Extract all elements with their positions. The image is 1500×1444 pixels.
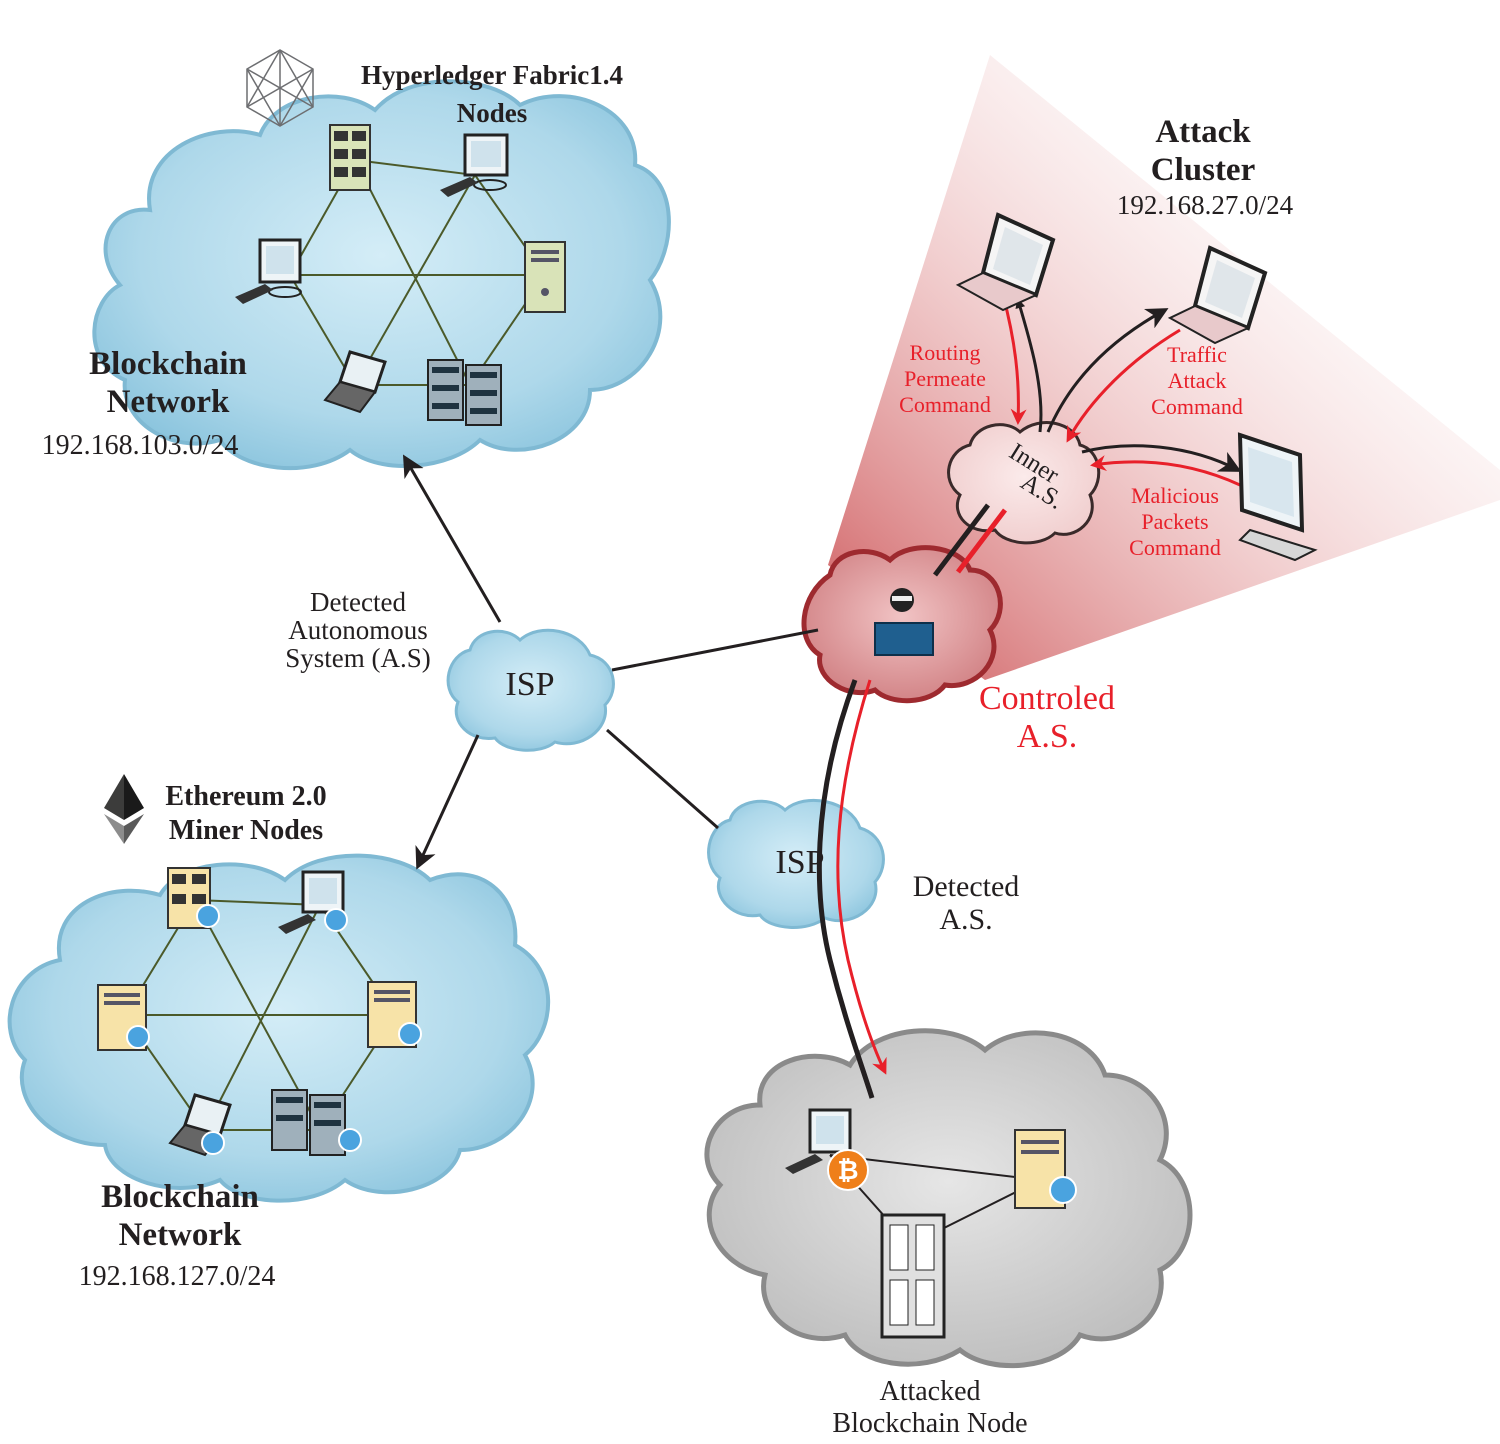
inner-as-cloud [947, 421, 1101, 545]
hyperledger-title: Hyperledger Fabric1.4 [361, 60, 623, 90]
link-isp-ethereum [415, 734, 480, 870]
attacked-node-label-2: Blockchain Node [832, 1408, 1027, 1439]
ethereum-title: Ethereum 2.0 [165, 781, 326, 812]
attack-cluster-subnet: 192.168.27.0/24 [1117, 190, 1294, 220]
laptop-icon [955, 212, 1056, 312]
malicious-command-label-3: Command [1129, 535, 1221, 560]
ethereum-cloud [7, 853, 551, 1203]
hacker-icon [874, 588, 934, 656]
ethereum-network-label: Blockchain [101, 1179, 259, 1215]
link-inner-monitor-black [1081, 444, 1242, 472]
hyperledger-subnet: 192.168.103.0/24 [42, 430, 239, 461]
routing-command-label-3: Command [899, 392, 991, 417]
bitcoin-icon: ₿ [827, 1149, 869, 1191]
detected-as2-label-2: A.S. [939, 903, 992, 936]
ethereum-title-2: Miner Nodes [169, 815, 323, 846]
link-inner-monitor-red [1090, 455, 1241, 487]
laptop-icon [1167, 245, 1268, 345]
svg-text:₿: ₿ [837, 1155, 858, 1185]
isp-label-2: ISP [775, 844, 824, 881]
link-inner-laptop2-black [1046, 308, 1169, 433]
hyperledger-network-label: Blockchain [89, 346, 247, 382]
ethereum-network-label-2: Network [119, 1217, 242, 1253]
attacked-node-label: Attacked [879, 1376, 980, 1407]
hyperledger-title-2: Nodes [457, 98, 528, 128]
monitor-icon [785, 1108, 852, 1174]
malicious-command-label-2: Packets [1141, 509, 1208, 534]
laptop-icon [323, 350, 387, 414]
rack-icon [427, 359, 502, 426]
isp-label-1: ISP [505, 666, 554, 703]
detected-as-label-3: System (A.S) [285, 643, 431, 673]
monitor-icon [440, 133, 509, 197]
monitor-icon [1237, 432, 1318, 562]
link-isp-isp [606, 728, 719, 830]
monitor-icon [278, 870, 348, 934]
controlled-as-label: Controled [979, 680, 1115, 717]
routing-command-label-2: Permeate [904, 366, 986, 391]
server-icon [329, 124, 371, 191]
detected-as-label: Detected [310, 587, 406, 617]
hyperledger-network-label-2: Network [107, 384, 230, 420]
monitor-icon [235, 238, 302, 304]
link-controlled-attacked-black [816, 679, 875, 1099]
isp-cloud-1 [446, 628, 615, 752]
link-controlled-inner-red [956, 508, 1007, 574]
server-icon [367, 981, 422, 1048]
laptop-icon [168, 1093, 232, 1157]
link-inner-laptop1-black [1015, 298, 1043, 433]
ethereum-logo [104, 774, 144, 844]
detected-as-label-2: Autonomous [288, 615, 428, 645]
server-icon [1014, 1129, 1077, 1209]
server-icon [167, 867, 220, 929]
rack-icon [271, 1089, 362, 1156]
attack-cluster-title: Attack [1155, 114, 1251, 150]
link-isp-hyperledger [402, 454, 502, 623]
detected-as2-label: Detected [913, 870, 1020, 903]
link-inner-laptop1-red [1001, 294, 1027, 425]
rack-icon [880, 1213, 946, 1339]
attack-cluster-title-2: Cluster [1151, 152, 1255, 188]
traffic-command-label-3: Command [1151, 394, 1243, 419]
traffic-command-label: Traffic [1167, 342, 1227, 367]
link-controlled-inner-black [933, 503, 990, 577]
server-icon [524, 241, 566, 313]
traffic-command-label-2: Attack [1168, 368, 1227, 393]
routing-command-label: Routing [910, 340, 981, 365]
link-controlled-attacked-red [836, 679, 887, 1075]
hyperledger-logo [246, 49, 314, 127]
link-inner-laptop2-red [1066, 328, 1181, 443]
attacked-cloud [704, 1028, 1193, 1369]
ethereum-subnet: 192.168.127.0/24 [79, 1261, 276, 1292]
server-icon [97, 984, 150, 1051]
malicious-command-label: Malicious [1131, 483, 1219, 508]
link-isp-controlled [611, 628, 819, 672]
controlled-as-label-2: A.S. [1017, 718, 1077, 755]
